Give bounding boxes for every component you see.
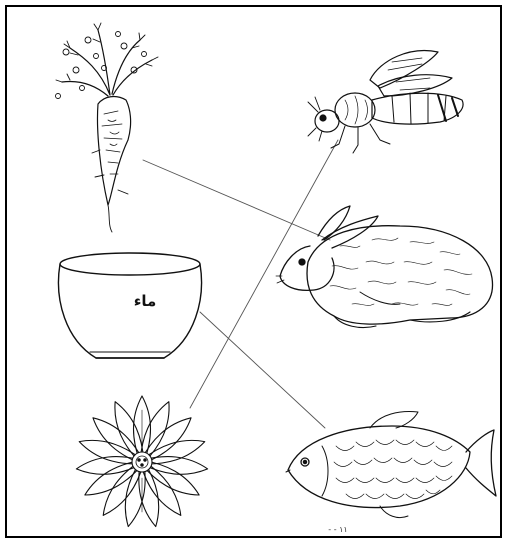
flower-icon <box>75 396 208 528</box>
rabbit-icon <box>276 206 493 328</box>
line-water-fish <box>200 312 325 428</box>
bee-icon <box>308 51 463 153</box>
fish-icon <box>286 412 496 518</box>
line-flower-bee <box>190 140 338 408</box>
connection-lines <box>143 140 338 428</box>
line-carrot-rabbit <box>143 160 330 240</box>
footer-mark: - - ١١ <box>318 525 358 534</box>
water-label: ماء <box>115 292 175 310</box>
carrot-icon <box>56 23 159 232</box>
